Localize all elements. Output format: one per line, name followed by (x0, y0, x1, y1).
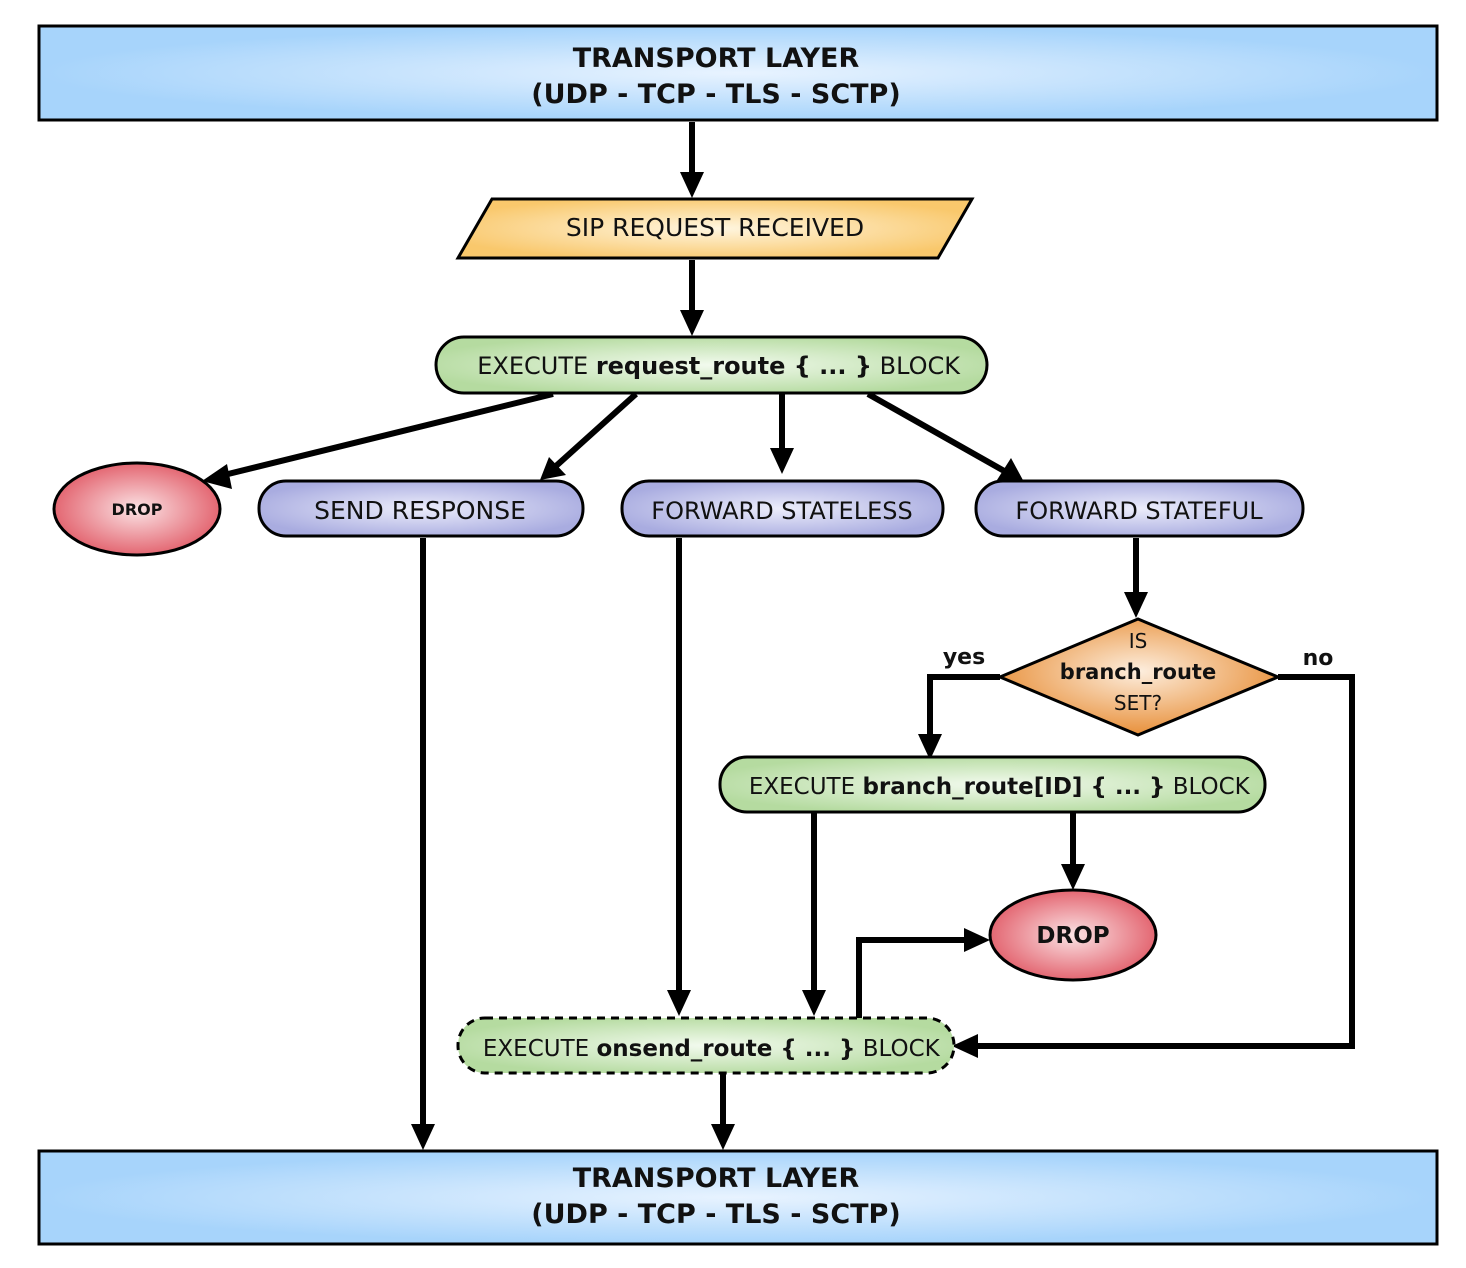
forward-stateful-node: FORWARD STATEFUL (974, 479, 1305, 538)
drop-right-label: DROP (1036, 923, 1109, 949)
transport-layer-bottom: TRANSPORT LAYER (UDP - TCP - TLS - SCTP) (37, 1149, 1439, 1246)
arrowhead (964, 928, 990, 952)
decision-line-1: IS (1129, 629, 1148, 653)
arrowhead (952, 1034, 978, 1058)
arrowhead (770, 448, 794, 474)
onsend-route-label: EXECUTE onsend_route { ... } BLOCK (432, 1036, 977, 1062)
sip-request-label: SIP REQUEST RECEIVED (566, 213, 864, 242)
arrowhead (802, 990, 826, 1016)
decision-line-3: SET? (1114, 691, 1162, 715)
arrowhead (997, 458, 1024, 482)
edge-request-route-to-send-response (553, 391, 639, 469)
edge-decision-no-to-onsend-route (972, 674, 1355, 1049)
arrowhead (411, 1124, 435, 1150)
transport-top-protocols: (UDP - TCP - TLS - SCTP) (531, 79, 900, 110)
forward-stateful-label: FORWARD STATEFUL (1015, 497, 1263, 525)
decision-line-2: branch_route (1060, 660, 1216, 684)
edge-label-yes: yes (943, 645, 985, 670)
arrowhead (680, 310, 704, 336)
arrowhead (918, 734, 942, 760)
branch-route-node: EXECUTE branch_route[ID] { ... } BLOCK (698, 755, 1287, 814)
sip-request-received-node: SIP REQUEST RECEIVED (455, 197, 975, 260)
arrowhead (1124, 592, 1148, 618)
send-response-node: SEND RESPONSE (257, 479, 585, 538)
request-route-node: EXECUTE request_route { ... } BLOCK (424, 335, 998, 395)
arrowhead (540, 457, 566, 480)
arrowhead (711, 1124, 735, 1150)
edge-request-route-to-drop (219, 391, 554, 479)
transport-top-title: TRANSPORT LAYER (573, 43, 860, 74)
transport-layer-top: TRANSPORT LAYER (UDP - TCP - TLS - SCTP) (37, 24, 1439, 122)
arrowhead (680, 172, 704, 198)
transport-bottom-protocols: (UDP - TCP - TLS - SCTP) (531, 1199, 900, 1230)
edge-request-route-to-forward-stateful (866, 391, 1008, 475)
request-route-label: EXECUTE request_route { ... } BLOCK (424, 352, 998, 380)
drop-left-label: DROP (112, 500, 163, 519)
edge-onsend-route-to-drop (856, 937, 970, 1020)
forward-stateless-node: FORWARD STATELESS (620, 479, 945, 538)
forward-stateless-label: FORWARD STATELESS (651, 497, 912, 525)
branch-route-decision-node: IS branch_route SET? (996, 617, 1282, 737)
edges (202, 122, 1355, 1150)
onsend-route-node: EXECUTE onsend_route { ... } BLOCK (432, 1016, 977, 1075)
arrowhead (202, 464, 232, 489)
arrowhead (667, 990, 691, 1016)
edge-decision-yes-to-branch-route (927, 674, 1000, 740)
branch-route-label: EXECUTE branch_route[ID] { ... } BLOCK (698, 774, 1287, 800)
drop-node-right: DROP (988, 888, 1158, 982)
send-response-label: SEND RESPONSE (314, 496, 526, 525)
transport-bottom-title: TRANSPORT LAYER (573, 1163, 860, 1194)
arrowhead (1061, 864, 1085, 890)
edge-label-no: no (1303, 646, 1334, 671)
drop-node-left: DROP (52, 461, 222, 557)
